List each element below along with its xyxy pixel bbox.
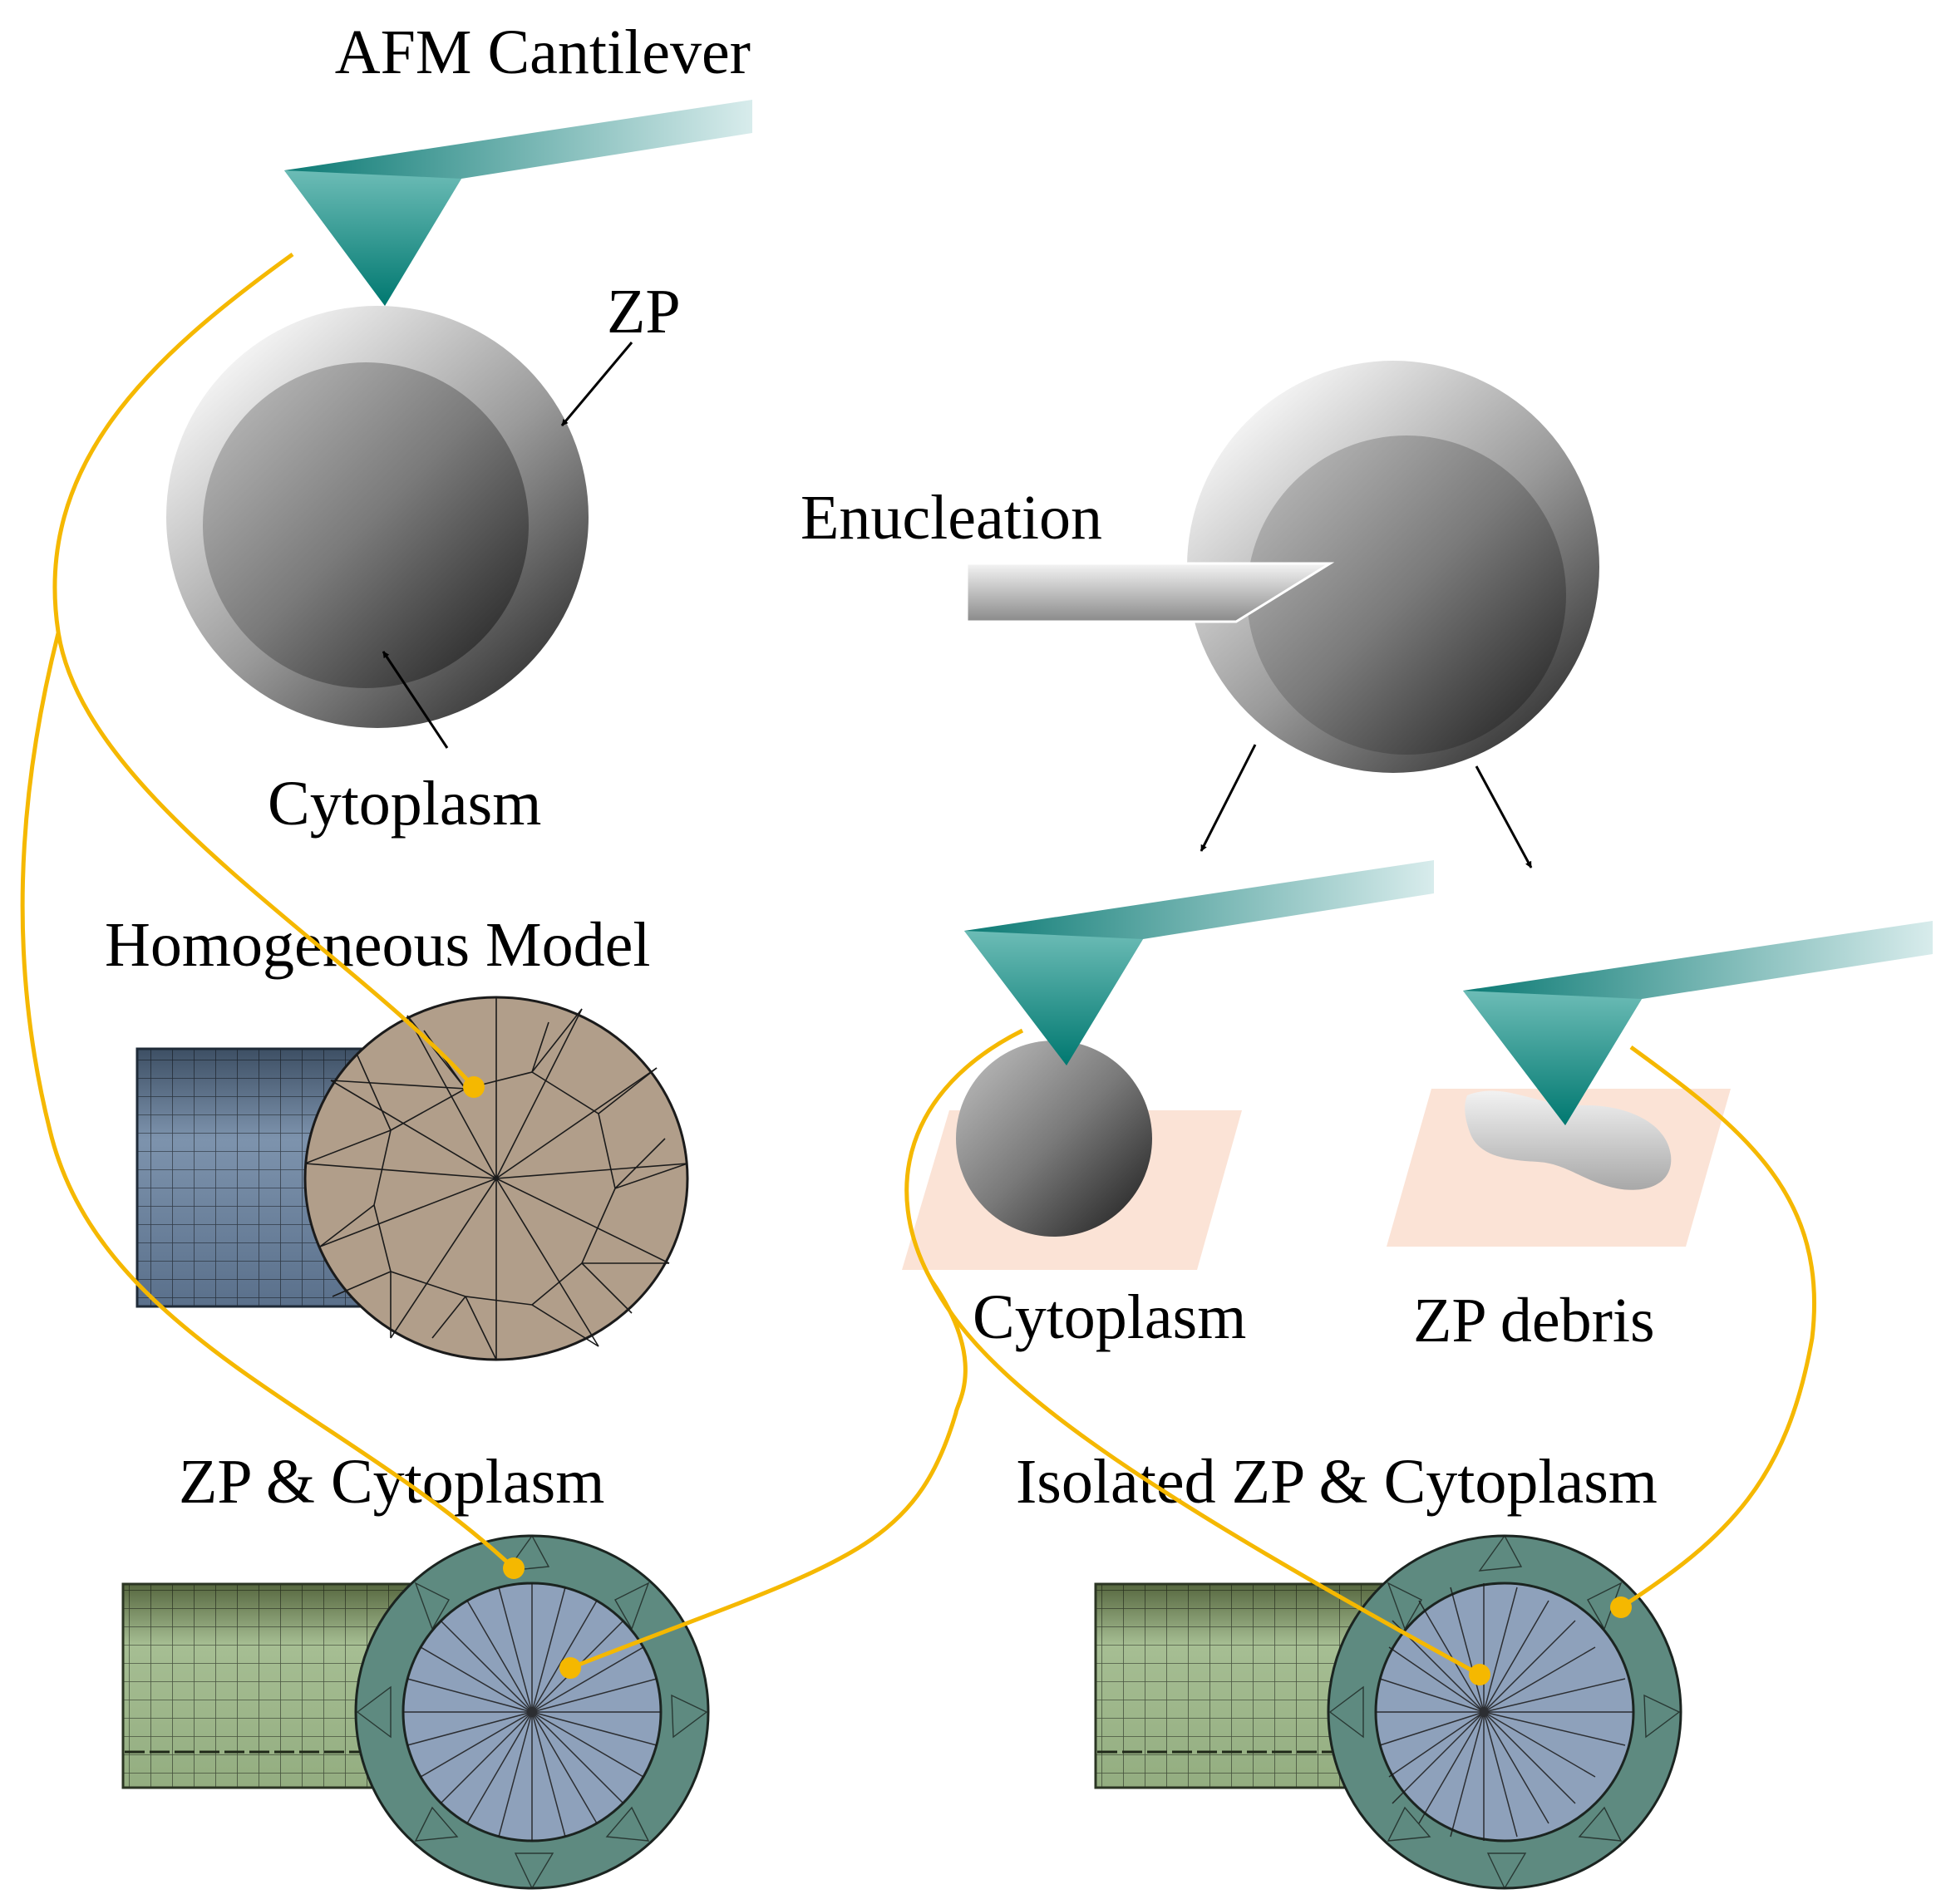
connector-isolated-cytoplasm-to-zp-model [569, 1028, 1024, 1670]
isolated-cytoplasm-sphere [956, 1041, 1152, 1237]
zp-debris-label: ZP debris [1413, 1286, 1655, 1355]
zp-cytoplasm-sphere-mesh [354, 1534, 710, 1890]
connector-dots [463, 1076, 1632, 1685]
oocyte-enucleation [1187, 361, 1599, 773]
zp-arrow [560, 342, 633, 426]
enucleation-pipette [965, 562, 1335, 623]
cytoplasm-label-top: Cytoplasm [268, 769, 541, 839]
connector-dot-isolated-zp [1610, 1597, 1632, 1618]
isolated-model-title: Isolated ZP & Cytoplasm [1016, 1447, 1658, 1517]
zp-cytoplasm-model-title: ZP & Cytoplasm [179, 1447, 604, 1517]
connector-debris-to-isolated-model [1619, 1045, 1817, 1610]
isolated-sphere-mesh [1327, 1534, 1682, 1890]
zp-debris-shape [1465, 1090, 1672, 1190]
connector-dot-cytoplasm [559, 1657, 581, 1679]
split-arrow-right [1475, 765, 1533, 868]
afm-cantilever-label: AFM Cantilever [335, 17, 751, 87]
enucleation-label: Enucleation [801, 483, 1102, 553]
cytoplasm-sample-label: Cytoplasm [973, 1282, 1246, 1352]
split-arrow-left [1200, 744, 1257, 852]
homogeneous-model-title: Homogeneous Model [105, 910, 650, 980]
connector-dot-zp [503, 1557, 525, 1579]
connector-zp-to-homogeneous [52, 252, 475, 1089]
afm-cantilever-debris [1463, 921, 1933, 1125]
afm-cantilever-cytoplasm [964, 860, 1434, 1065]
afm-cantilever-top [284, 100, 752, 306]
zp-label: ZP [607, 277, 681, 347]
homogeneous-sphere-mesh [303, 996, 689, 1361]
connector-cytoplasm-to-zp-model [20, 632, 515, 1570]
connector-isolated-cytoplasm-to-isolated-model [929, 1278, 1481, 1677]
connector-lines [20, 252, 1817, 1677]
connector-dot-isolated-cytoplasm [1469, 1664, 1490, 1685]
oocyte-zp-cytoplasm [166, 306, 589, 728]
connector-dot-homogeneous [463, 1076, 485, 1098]
cytoplasm-arrow [382, 651, 449, 749]
